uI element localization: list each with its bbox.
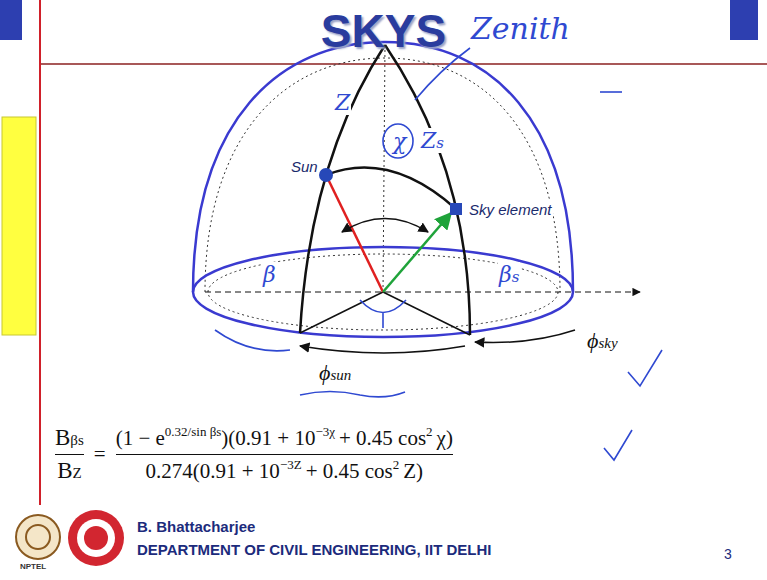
- angle-label: ϕsun: [318, 360, 352, 385]
- formula-fraction: BβsBZ: [55, 424, 84, 484]
- margin-rule: [39, 0, 41, 505]
- base-scribble: [215, 330, 290, 351]
- sun-ray: [328, 179, 383, 292]
- sky-meridian: [385, 45, 470, 335]
- numerator: (1 − e0.32/sin βs)(0.91 + 10−3χ + 0.45 co…: [116, 424, 453, 451]
- formula-exponent: 2: [426, 424, 433, 439]
- formula-sign: =: [94, 442, 106, 467]
- formula-term: Z): [403, 459, 423, 483]
- header-tab: [0, 0, 22, 40]
- sky-ray: [383, 213, 451, 292]
- handwritten-symbol: Zs: [420, 128, 445, 153]
- handwritten-strokes: [215, 48, 662, 460]
- formula: BβsBZ = (1 − e0.32/sin βs)(0.91 + 10−3χ + 0…: [55, 424, 453, 484]
- check-mark: [628, 350, 662, 386]
- equals-holder: =: [94, 442, 106, 467]
- title-rule: [40, 63, 767, 65]
- formula-exponent: −3Z: [280, 457, 302, 472]
- angle-scribble: [360, 300, 406, 328]
- formula-term: + 0.45 cos: [339, 426, 426, 450]
- formula-exponent: 2: [393, 457, 400, 472]
- angle-arc: [342, 219, 428, 233]
- underline-scribble: [300, 392, 405, 397]
- side-bar: [2, 117, 36, 335]
- sun-azimuth-line: [300, 292, 383, 333]
- handwritten-symbol: βs: [498, 262, 520, 287]
- fraction-bar: [55, 454, 84, 455]
- sky-azimuth-arrow: [475, 330, 575, 343]
- angle-label: ϕsky: [586, 328, 619, 353]
- handwritten-symbol: β: [262, 262, 277, 287]
- formula-term: Bβs: [55, 424, 84, 452]
- iit-logo: [77, 519, 115, 557]
- point-label: Sun: [290, 158, 319, 175]
- author-name: B. Bhattacharjee: [137, 518, 255, 535]
- iit-logo: [68, 510, 124, 566]
- ground-axis: [205, 291, 640, 292]
- sky-element-dot: [450, 203, 462, 215]
- formula-term: BZ: [57, 457, 82, 485]
- sun-sky-arc: [326, 168, 456, 209]
- formula-term: 0.274(0.91 + 10: [146, 459, 280, 483]
- sky-dome: [193, 42, 573, 292]
- dash-mark: [600, 91, 622, 93]
- formula-exponent: 0.32/sin βs: [165, 424, 221, 439]
- denominator: BZ: [57, 457, 82, 485]
- denominator: 0.274(0.91 + 10−3Z + 0.45 cos2Z): [146, 457, 424, 484]
- sun-meridian: [300, 45, 385, 333]
- formula-term: + 0.45 cos: [306, 459, 393, 483]
- formula-term: )(0.91 + 10: [221, 426, 315, 450]
- check-mark: [604, 430, 632, 460]
- fraction-bar: [116, 454, 453, 455]
- sun-dot: [319, 168, 333, 182]
- sky-azimuth-line: [383, 292, 470, 335]
- formula-term: χ): [437, 426, 453, 450]
- numerator: Bβs: [55, 424, 84, 452]
- formula-exponent: −3χ: [315, 424, 335, 439]
- sun-azimuth-arrow: [300, 346, 465, 353]
- iit-logo: [84, 526, 108, 550]
- formula-term: (1 − e: [116, 426, 165, 450]
- nptel-logo: [26, 525, 50, 549]
- point-label: Sky element: [468, 201, 553, 218]
- handwritten-note: Zenith: [470, 12, 571, 47]
- logo-caption: NPTEL: [20, 562, 46, 571]
- handwritten-symbol: Z: [334, 90, 351, 115]
- nptel-logo: [16, 515, 60, 559]
- department-name: DEPARTMENT OF CIVIL ENGINEERING, IIT DEL…: [137, 541, 491, 558]
- circle-mark: [383, 124, 413, 158]
- header-tab: [730, 0, 758, 40]
- slide-title: SKYS: [0, 6, 767, 57]
- formula-fraction: (1 − e0.32/sin βs)(0.91 + 10−3χ + 0.45 co…: [116, 424, 453, 483]
- handwritten-symbol: χ: [392, 129, 407, 154]
- page-number: 3: [724, 546, 732, 562]
